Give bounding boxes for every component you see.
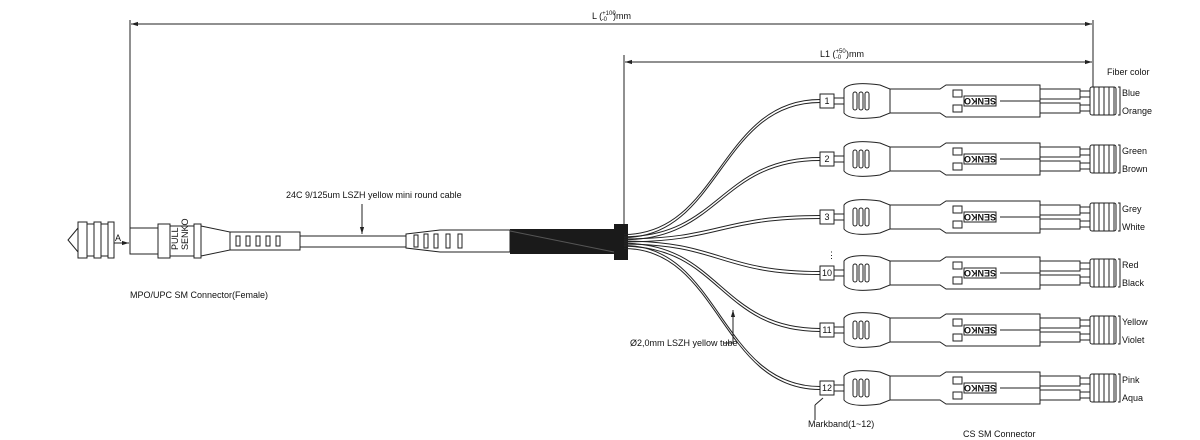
- fanout-tube: [623, 215, 821, 240]
- fiber-color-b: Black: [1122, 278, 1145, 288]
- fanout-tube: [623, 243, 821, 275]
- dimension-breakout-length: L1 (+50-0)mm: [623, 49, 1092, 232]
- connector-brand: SENKO: [964, 325, 996, 335]
- fiber-color-b: Brown: [1122, 164, 1148, 174]
- mpo-dust-cap: [67, 221, 115, 259]
- connector-brand: SENKO: [964, 96, 996, 106]
- markband-number: 10: [822, 268, 832, 278]
- cs-connector-label: CS SM Connector: [963, 429, 1036, 439]
- fiber-color-a: Green: [1122, 146, 1147, 156]
- dimension-overall-length: L (+100-0)mm: [129, 11, 1094, 232]
- fiber-color-b: Aqua: [1122, 393, 1143, 403]
- svg-text:PULL: PULL: [170, 227, 180, 250]
- markband-number: 1: [824, 96, 829, 106]
- mpo-connector: PULL SENKO: [129, 218, 301, 259]
- markband-label: Markband(1~12): [808, 419, 874, 429]
- cable-label: 24C 9/125um LSZH yellow mini round cable: [286, 190, 462, 200]
- fiber-color-b: Violet: [1122, 335, 1145, 345]
- fanout-tube: [623, 248, 821, 390]
- fiber-color-a: Pink: [1122, 375, 1140, 385]
- markband-number: 11: [822, 325, 831, 335]
- fiber-color-a: Yellow: [1122, 317, 1148, 327]
- fanout-tube: [623, 242, 821, 329]
- markband-number: 3: [824, 212, 829, 222]
- mpo-connector-label: MPO/UPC SM Connector(Female): [130, 290, 268, 300]
- trunk-cable: [299, 235, 407, 248]
- connector-brand: SENKO: [964, 154, 996, 164]
- fiber-color-header: Fiber color: [1107, 67, 1150, 77]
- breakout-length-label: L1 (+50-0)mm: [820, 49, 864, 61]
- fiber-color-a: Grey: [1122, 204, 1142, 214]
- overall-length-label: L (+100-0)mm: [592, 11, 631, 23]
- fiber-color-a: Blue: [1122, 88, 1140, 98]
- furcation-body: [509, 224, 628, 260]
- connector-brand: SENKO: [964, 268, 996, 278]
- fanout-tube: [623, 157, 821, 238]
- fiber-color-a: Red: [1122, 260, 1139, 270]
- detail-ref-a: A: [115, 233, 121, 243]
- connector-brand: SENKO: [964, 212, 996, 222]
- fanout-tubes: [623, 99, 821, 390]
- markband-number: 12: [822, 383, 832, 393]
- tube-label: Ø2,0mm LSZH yellow tube: [630, 338, 738, 348]
- ellipsis: ⋮: [827, 250, 836, 260]
- svg-text:SENKO: SENKO: [180, 218, 190, 250]
- connector-brand: SENKO: [964, 383, 996, 393]
- fanout-tube: [623, 99, 821, 235]
- fanout-tube: [623, 245, 821, 387]
- fiber-color-b: Orange: [1122, 106, 1152, 116]
- fanout-tube: [623, 160, 821, 241]
- fanout-tube: [623, 240, 821, 272]
- breakout-boot: [405, 229, 511, 253]
- markband-number: 2: [824, 154, 829, 164]
- fanout-tube: [623, 245, 821, 332]
- fanout-tube: [623, 102, 821, 238]
- fanout-tube: [623, 218, 821, 243]
- fiber-color-b: White: [1122, 222, 1145, 232]
